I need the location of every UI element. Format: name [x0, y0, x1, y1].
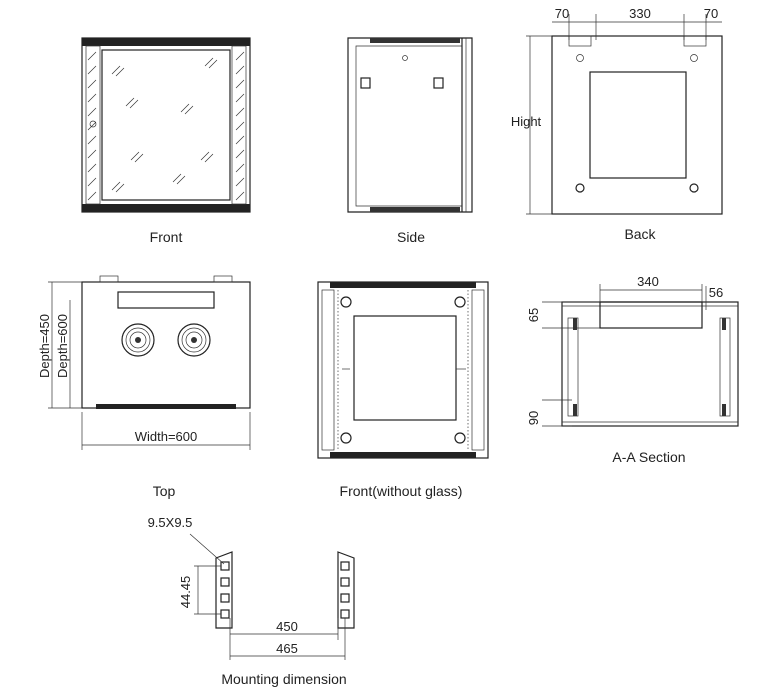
mounting-dimension-view: 9.5X9.5 44.45 450 465 Mounting dimension [148, 515, 355, 687]
mount-pitch: 44.45 [178, 576, 193, 609]
mounting-dimension-label: Mounting dimension [221, 671, 346, 687]
lock-icon [89, 120, 97, 128]
mount-inner: 450 [276, 619, 298, 634]
top-width: Width=600 [135, 429, 198, 444]
aa-dim-56: 56 [709, 285, 723, 300]
top-view-label: Top [153, 483, 176, 499]
top-depth-600: Depth=600 [55, 314, 70, 378]
aa-section-view: 340 56 65 90 A-A Section [526, 274, 739, 465]
front-view-label: Front [150, 229, 183, 245]
back-view-label: Back [624, 226, 656, 242]
back-dim-right: 70 [704, 6, 718, 21]
aa-dim-90: 90 [526, 411, 541, 425]
side-view-label: Side [397, 229, 425, 245]
back-dim-mid: 330 [629, 6, 651, 21]
fan-icon [121, 323, 155, 357]
aa-section-label: A-A Section [612, 449, 685, 465]
front-without-glass-label: Front(without glass) [340, 483, 463, 499]
mount-hole-size: 9.5X9.5 [148, 515, 193, 530]
top-view: Depth=450 Depth=600 Width=600 Top [37, 275, 251, 499]
back-height-label: Hight [511, 114, 542, 129]
front-view: Front [81, 37, 251, 245]
mount-outer: 465 [276, 641, 298, 656]
front-without-glass-view: Front(without glass) [317, 281, 489, 499]
fan-icon [177, 323, 211, 357]
top-depth-450: Depth=450 [37, 314, 52, 378]
back-dim-left: 70 [555, 6, 569, 21]
aa-dim-65: 65 [526, 308, 541, 322]
back-view: 70 330 70 Hight Back [511, 6, 723, 242]
aa-dim-340: 340 [637, 274, 659, 289]
side-view: Side [347, 37, 473, 245]
